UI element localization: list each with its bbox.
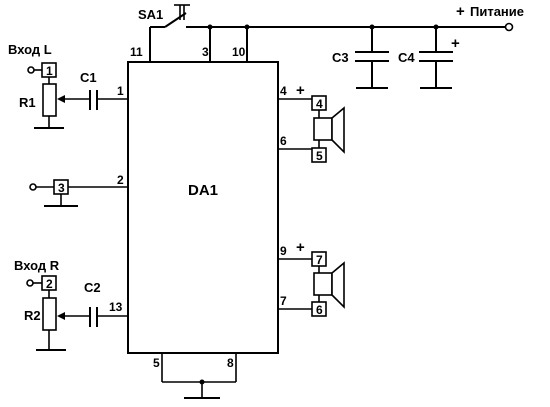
connector-6: 6 [311,301,327,317]
input-right-circuit: 2 R2 C2 [24,275,128,351]
resistor-r1 [42,83,57,117]
pin-3: 3 [202,45,209,59]
power-label: Питание [470,4,524,19]
pin-4: 4 [280,84,287,98]
connector-1: 1 [41,62,57,78]
resistor-r1-label: R1 [19,95,36,110]
connector-7: 7 [311,251,327,267]
pin-8: 8 [227,356,234,370]
svg-text:5: 5 [316,149,323,163]
capacitor-c4: + C4 [398,27,460,89]
input-left-circuit: 1 R1 C1 [19,62,128,129]
connector-4: 4 [311,95,327,111]
resistor-r2 [42,297,57,331]
capacitor-c2-label: C2 [84,280,101,295]
ic-ground [161,353,237,399]
pin-13: 13 [109,300,123,314]
pin-9: 9 [280,244,287,258]
switch-sa1: SA1 [138,4,190,22]
connector-2: 2 [41,275,57,291]
speaker-1: + 4 5 [278,82,345,163]
capacitor-c1-label: C1 [80,70,97,85]
connector-5: 5 [311,147,327,163]
capacitor-c3: C3 [332,27,389,89]
input-middle-circuit: 3 [29,179,128,207]
power-plus-sign: + [456,3,465,20]
svg-text:6: 6 [316,303,323,317]
pin-11: 11 [130,45,143,59]
capacitor-c3-label: C3 [332,50,349,65]
input-left-label: Вход L [8,42,52,57]
capacitor-c4-plus: + [451,35,460,52]
pin-7: 7 [280,294,287,308]
speaker-2-plus: + [296,239,305,256]
resistor-r2-label: R2 [24,308,41,323]
speaker-2: + 7 6 [278,239,345,317]
pin-6: 6 [280,134,287,148]
svg-text:2: 2 [46,277,53,291]
pin-10: 10 [232,45,246,59]
pin-5: 5 [153,356,160,370]
ic-da1-label: DA1 [188,182,218,199]
svg-text:3: 3 [58,181,65,195]
input-right-label: Вход R [14,258,60,273]
svg-text:4: 4 [316,97,323,111]
switch-sa1-label: SA1 [138,7,163,22]
capacitor-c4-label: C4 [398,50,415,65]
ic-da1-body [127,61,279,354]
svg-text:7: 7 [316,253,323,267]
svg-text:1: 1 [46,64,53,78]
connector-3: 3 [53,179,69,195]
pin-1: 1 [117,84,124,98]
speaker-1-plus: + [296,82,305,99]
pin-2: 2 [117,173,124,187]
